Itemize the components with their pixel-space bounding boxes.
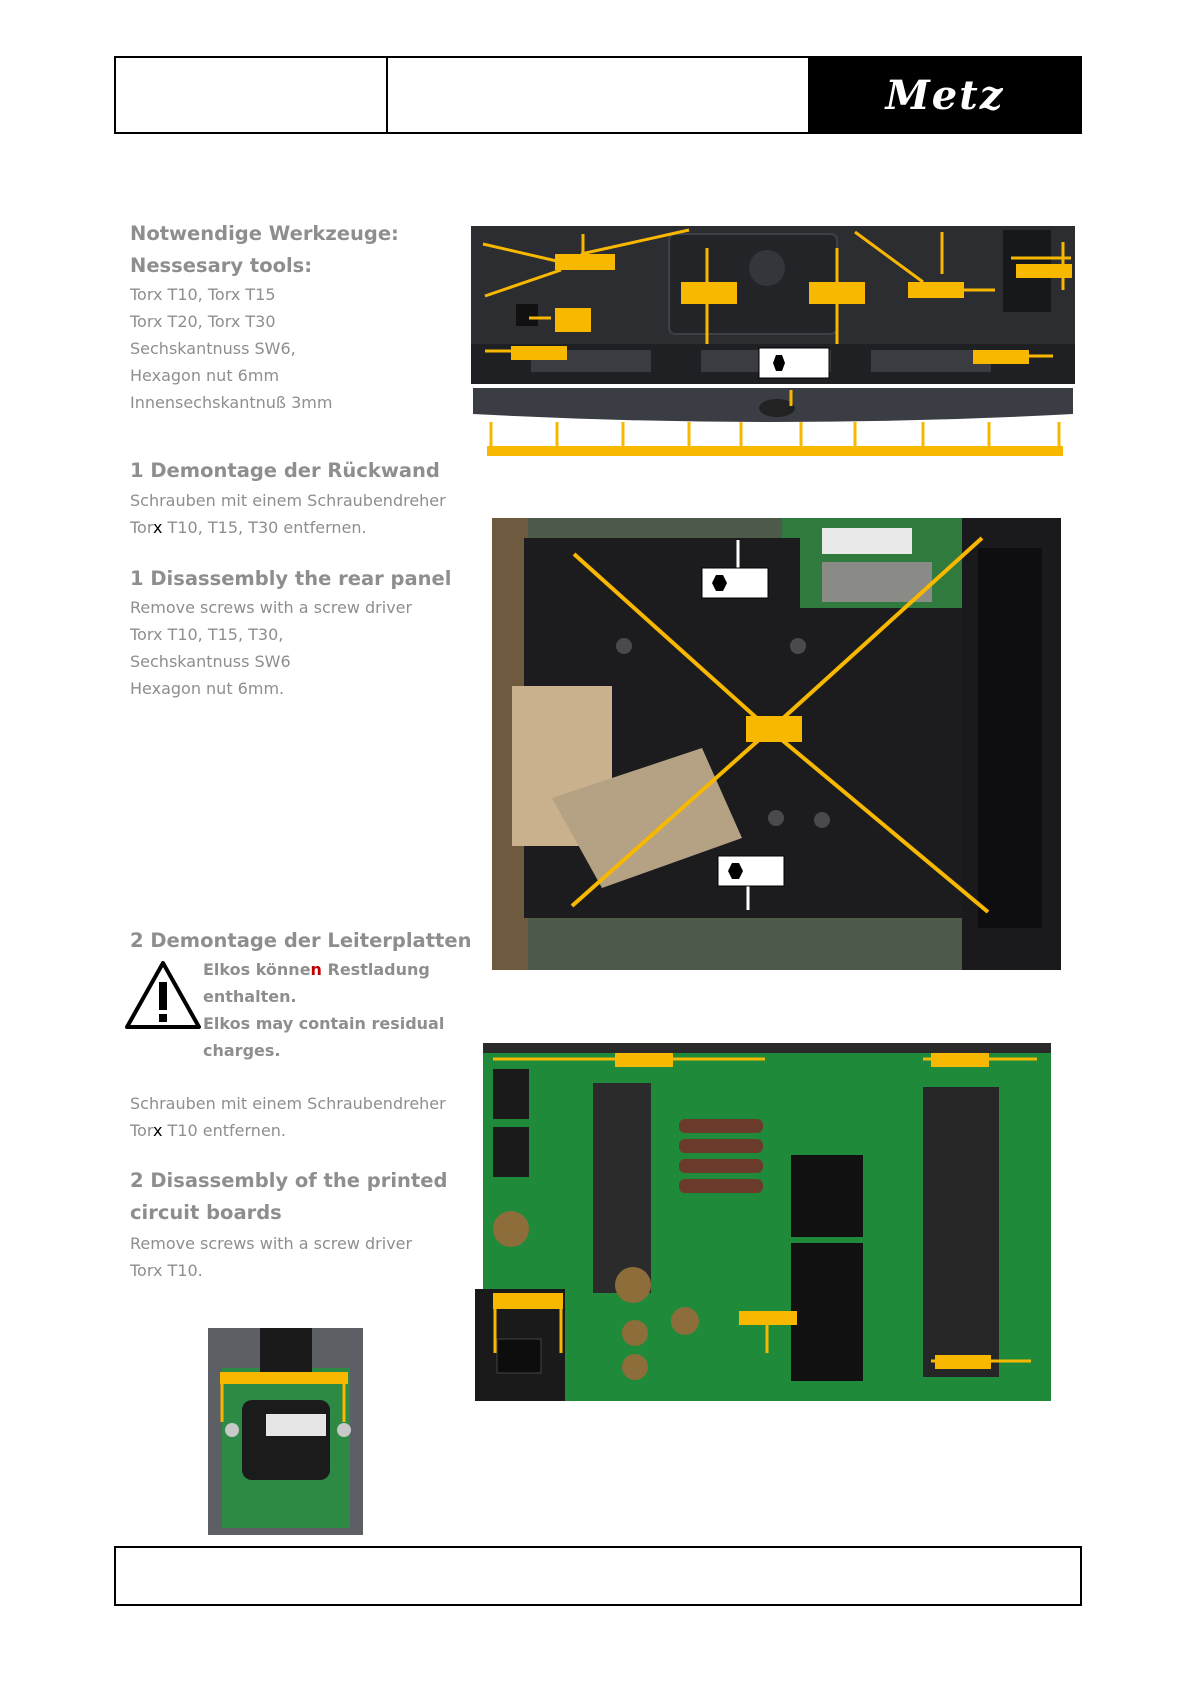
warning-text: Elkos können Restladung enthalten. Elkos… (203, 956, 444, 1064)
warning-triangle-icon (124, 960, 202, 1034)
step1-heading-de: 1 Demontage der Rückwand (130, 459, 440, 482)
step2-heading-en-line: 2 Disassembly of the printed (130, 1169, 448, 1192)
header-divider (808, 58, 810, 132)
metz-logo: Metz (810, 58, 1080, 132)
tool-line: Innensechskantnuß 3mm (130, 393, 333, 412)
step2-text-de-line: Schrauben mit einem Schraubendreher (130, 1094, 446, 1113)
step1-text-en-line: Torx T10, T15, T30, (130, 625, 284, 644)
tools-heading-en: Nessesary tools: (130, 254, 313, 277)
step1-heading-en: 1 Disassembly the rear panel (130, 567, 452, 590)
warning-line: Elkos may contain residual (203, 1014, 445, 1033)
step1-text-en-line: Remove screws with a screw driver (130, 598, 413, 617)
tools-list: Torx T10, Torx T15 Torx T20, Torx T30 Se… (130, 281, 332, 416)
warning-line: Elkos können Restladung (203, 960, 430, 979)
step2-text-en-line: Remove screws with a screw driver (130, 1234, 413, 1253)
step2-heading-en: 2 Disassembly of the printed circuit boa… (130, 1165, 447, 1229)
step1-text-en: Remove screws with a screw driver Torx T… (130, 594, 412, 702)
step1-text-en-line: Sechskantnuss SW6 (130, 652, 291, 671)
step2-text-en-line: Torx T10. (130, 1261, 203, 1280)
tool-line: Sechskantnuss SW6, (130, 339, 296, 358)
page-footer (114, 1546, 1082, 1606)
step1-text-de: Schrauben mit einem Schraubendreher Torx… (130, 487, 446, 541)
tool-line: Torx T20, Torx T30 (130, 312, 276, 331)
step1-text-de-line: Torx T10, T15, T30 entfernen. (130, 518, 367, 537)
header-divider (386, 58, 388, 132)
tv-rear-panel-photo (471, 226, 1075, 384)
step2-text-de: Schrauben mit einem Schraubendreher Torx… (130, 1090, 446, 1144)
tv-bottom-edge-photo (473, 386, 1073, 456)
warning-line: charges. (203, 1041, 281, 1060)
tool-line: Hexagon nut 6mm (130, 366, 280, 385)
step2-heading-de: 2 Demontage der Leiterplatten (130, 929, 472, 952)
step1-text-en-line: Hexagon nut 6mm. (130, 679, 285, 698)
tools-heading-de: Notwendige Werkzeuge: (130, 222, 399, 245)
power-supply-board-photo (475, 1043, 1075, 1401)
main-board-shield-photo (492, 518, 1061, 970)
page-header: Metz (114, 56, 1082, 134)
step2-text-en: Remove screws with a screw driver Torx T… (130, 1230, 412, 1284)
tool-line: Torx T10, Torx T15 (130, 285, 276, 304)
step2-heading-en-line: circuit boards (130, 1201, 282, 1224)
step2-text-de-line: Torx T10 entfernen. (130, 1121, 287, 1140)
brand-logo-text: Metz (885, 71, 1005, 119)
step1-text-de-line: Schrauben mit einem Schraubendreher (130, 491, 446, 510)
small-board-photo (208, 1328, 363, 1535)
warning-line: enthalten. (203, 987, 297, 1006)
